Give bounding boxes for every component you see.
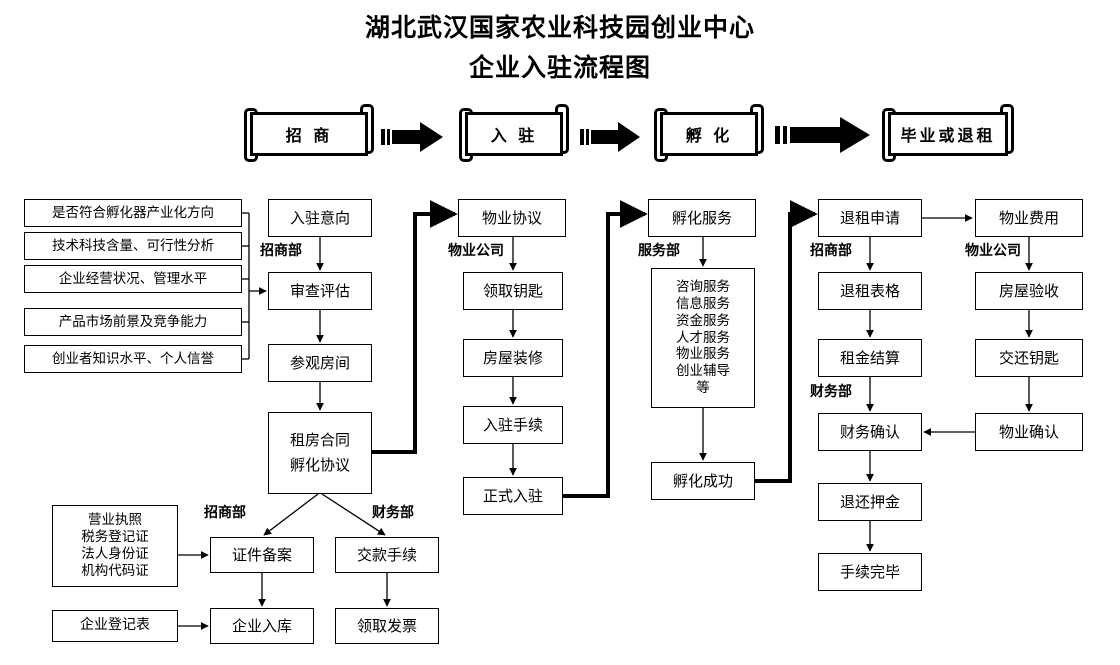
- node-deposit-refund: 退还押金: [818, 483, 922, 521]
- node-return-keys: 交还钥匙: [975, 339, 1083, 377]
- service-item-6: 创业辅导: [676, 363, 730, 380]
- dept-label-investment-top: 招商部: [259, 240, 303, 260]
- stage-banner-4: 毕业或退租: [878, 104, 1018, 162]
- document-item-1: 营业执照: [88, 512, 142, 529]
- connector-success-to-termination: [755, 200, 818, 483]
- service-item-2: 信息服务: [676, 295, 730, 312]
- node-incubation-success: 孵化成功: [651, 462, 755, 500]
- document-item-4: 机构代码证: [81, 562, 149, 579]
- connector-movein-to-incubation: [563, 200, 648, 498]
- node-procedures-complete: 手续完毕: [818, 553, 922, 591]
- stage-banner-3: 孵 化: [650, 104, 768, 162]
- dept-label-investment-exit: 招商部: [809, 240, 853, 260]
- node-finance-confirmation: 财务确认: [818, 413, 922, 451]
- node-document-filing: 证件备案: [210, 537, 314, 573]
- document-item-3: 法人身份证: [81, 546, 149, 562]
- criteria-bracket: [242, 212, 267, 360]
- node-collect-invoice: 领取发票: [335, 608, 439, 644]
- page-title-line2: 企业入驻流程图: [468, 53, 651, 82]
- node-review-assessment: 审查评估: [268, 272, 372, 310]
- service-item-3: 资金服务: [676, 312, 730, 329]
- service-item-4: 人才服务: [676, 329, 730, 346]
- node-official-move-in: 正式入驻: [463, 477, 563, 515]
- node-property-fee: 物业费用: [975, 199, 1083, 237]
- node-service-list: 咨询服务 信息服务 资金服务 人才服务 物业服务 创业辅导 等: [651, 268, 755, 408]
- dept-label-property-company-1: 物业公司: [447, 240, 505, 260]
- criteria-box-4: 产品市场前景及竞争能力: [24, 308, 242, 336]
- criteria-box-1: 是否符合孵化器产业化方向: [24, 199, 242, 227]
- node-house-inspection: 房屋验收: [975, 272, 1083, 310]
- criteria-box-3: 企业经营状况、管理水平: [24, 265, 242, 293]
- stage-arrow-3: [775, 117, 870, 153]
- criteria-box-5: 创业者知识水平、个人信誉: [24, 345, 242, 373]
- service-item-5: 物业服务: [676, 346, 730, 363]
- document-item-2: 税务登记证: [81, 529, 149, 546]
- stage-banner-1: 招 商: [240, 104, 378, 162]
- node-enterprise-enrollment: 企业入库: [210, 608, 314, 644]
- node-incubation-service: 孵化服务: [648, 199, 756, 237]
- node-move-in-procedures: 入驻手续: [463, 406, 563, 444]
- service-item-7: 等: [696, 380, 710, 397]
- dept-label-investment-bottom: 招商部: [203, 502, 247, 522]
- dept-label-finance-exit: 财务部: [809, 381, 853, 401]
- node-rent-settlement: 租金结算: [818, 339, 922, 377]
- node-lease-termination-application: 退租申请: [818, 199, 922, 237]
- stage-banner-2: 入 驻: [455, 104, 573, 162]
- dept-label-service-dept: 服务部: [637, 240, 681, 260]
- arrow-contract-to-filing: [263, 493, 319, 536]
- service-item-1: 咨询服务: [676, 278, 730, 295]
- node-house-renovation: 房屋装修: [463, 339, 563, 377]
- connector-contract-to-property-agreement: [372, 200, 458, 454]
- node-property-agreement: 物业协议: [458, 199, 566, 237]
- stage-banner-label: 毕业或退租: [888, 112, 1008, 156]
- stage-banner-label: 孵 化: [660, 112, 758, 156]
- stage-banner-label: 入 驻: [465, 112, 563, 156]
- criteria-box-2: 技术科技含量、可行性分析: [24, 232, 242, 260]
- stage-arrow-1: [381, 122, 443, 152]
- contract-line-2: 孵化协议: [289, 456, 350, 474]
- contract-line-1: 租房合同: [289, 431, 350, 450]
- page-title-line1: 湖北武汉国家农业科技园创业中心: [364, 13, 755, 42]
- node-payment-procedure: 交款手续: [335, 537, 439, 573]
- node-visit-room: 参观房间: [268, 344, 372, 382]
- stage-arrow-2: [580, 122, 640, 152]
- dept-label-property-company-2: 物业公司: [964, 240, 1022, 260]
- stage-banner-label: 招 商: [250, 112, 368, 156]
- node-termination-form: 退租表格: [818, 272, 922, 310]
- node-registration-form: 企业登记表: [52, 610, 178, 642]
- node-entry-intent: 入驻意向: [268, 199, 372, 237]
- node-required-documents: 营业执照 税务登记证 法人身份证 机构代码证: [52, 505, 178, 587]
- node-lease-and-incubation-contract: 租房合同 孵化协议: [268, 412, 372, 494]
- node-property-confirmation: 物业确认: [975, 413, 1083, 451]
- node-collect-keys: 领取钥匙: [463, 272, 563, 310]
- dept-label-finance-bottom: 财务部: [371, 502, 415, 522]
